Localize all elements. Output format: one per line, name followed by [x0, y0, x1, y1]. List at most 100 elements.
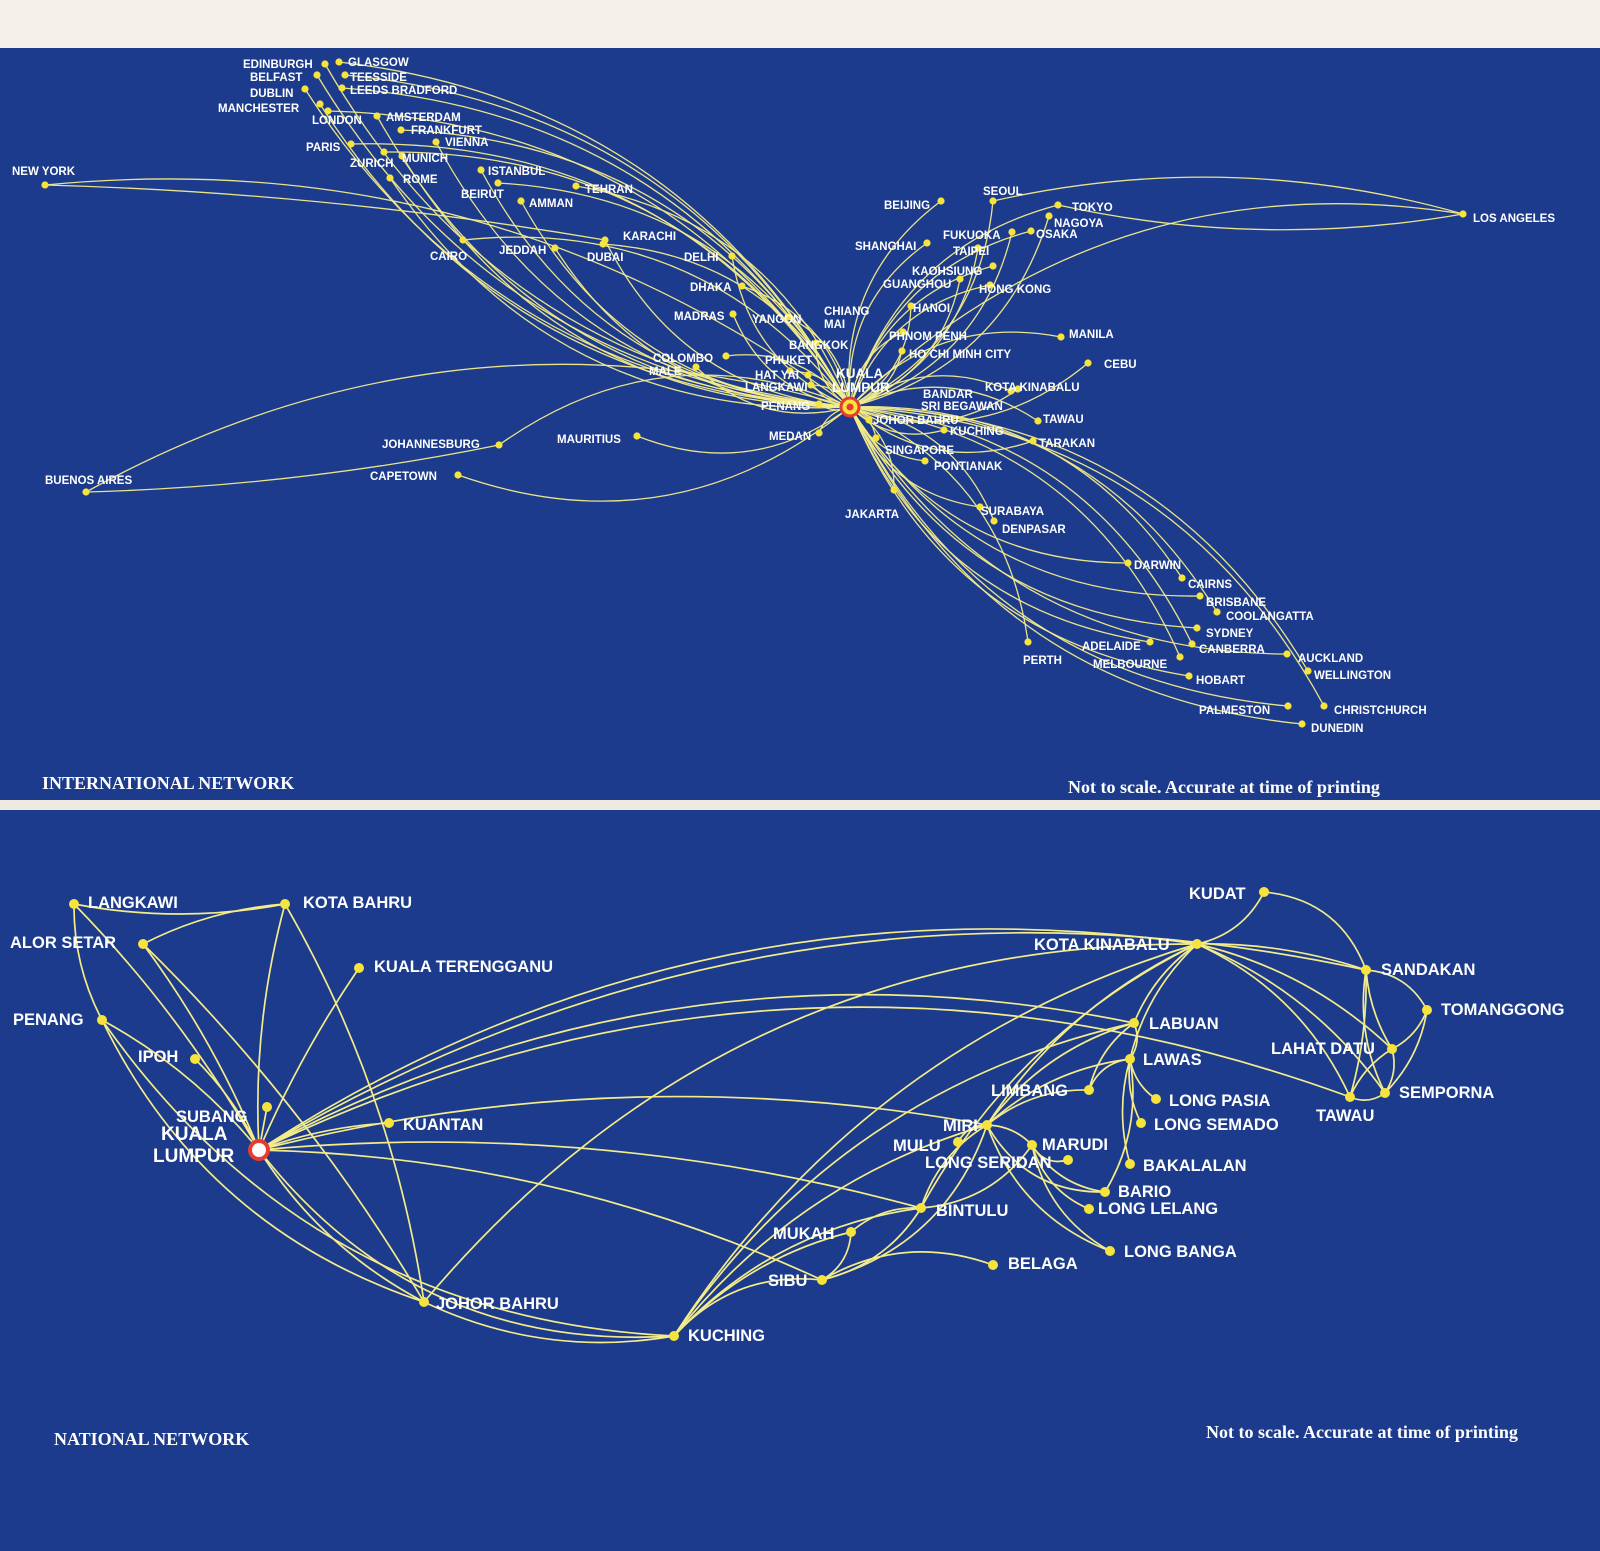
route-lawas-bario	[1104, 1058, 1134, 1193]
route-kul-perth	[849, 406, 1029, 643]
city-label-beirut: BEIRUT	[461, 189, 504, 201]
route-alor-setar-johor-bahru	[142, 943, 425, 1303]
city-dot-dhaka	[738, 282, 746, 290]
route-tomanggong-lahat-datu	[1391, 1009, 1428, 1050]
city-label-kuching: KUCHING	[950, 426, 1004, 438]
city-label-mauritius: MAURITIUS	[557, 434, 621, 446]
route-kul-sydney	[849, 406, 1198, 629]
city-label-alor-setar: ALOR SETAR	[10, 934, 116, 952]
city-dot-munich	[398, 152, 406, 160]
route-kul-amman	[520, 200, 851, 408]
route-kuala-lumpur-penang	[101, 1019, 260, 1151]
city-dot-cebu	[1084, 359, 1092, 367]
city-label-bintulu: BINTULU	[936, 1202, 1008, 1220]
city-dot-bario	[1100, 1187, 1110, 1197]
city-dot-long-seridan	[1063, 1155, 1073, 1165]
city-dot-mukah	[846, 1227, 856, 1237]
route-lawas-long-semado	[1128, 1058, 1142, 1124]
city-dot-pontianak	[921, 457, 929, 465]
city-dot-male	[692, 363, 700, 371]
city-label-darwin: DARWIN	[1134, 560, 1181, 572]
city-dot-palmeston	[1284, 702, 1292, 710]
city-label-medan: MEDAN	[769, 431, 811, 443]
city-label-long-seridan: LONG SERIDAN	[925, 1154, 1052, 1172]
city-dot-belaga	[988, 1260, 998, 1270]
city-dot-phnom-penh	[899, 328, 907, 336]
city-label-shanghai: SHANGHAI	[855, 241, 916, 253]
route-labuan-kota-kinabalu	[1133, 943, 1198, 1024]
city-dot-beijing	[937, 197, 945, 205]
city-label-long-pasia: LONG PASIA	[1169, 1092, 1271, 1110]
city-dot-penang	[815, 400, 823, 408]
route-new-york-karachi	[44, 184, 606, 241]
city-dot-semporna	[1380, 1088, 1390, 1098]
city-label-langkawi: LANGKAWI	[88, 894, 178, 912]
city-dot-medan	[815, 429, 823, 437]
route-kul-denpasar	[849, 406, 995, 522]
city-dot-tehran	[572, 182, 580, 190]
route-kul-adelaide	[849, 406, 1151, 643]
city-label-madras: MADRAS	[674, 311, 725, 323]
route-alor-setar-kota-bahru	[142, 903, 286, 945]
city-dot-johor-bahru	[419, 1297, 429, 1307]
top-paper-edge	[0, 0, 1600, 48]
city-dot-beirut	[494, 179, 502, 187]
route-kuala-lumpur-labuan	[258, 993, 1135, 1151]
city-dot-hobart	[1185, 672, 1193, 680]
city-dot-delhi	[728, 252, 736, 260]
city-dot-rome	[386, 174, 394, 182]
city-label-male: MALE	[649, 366, 682, 378]
hub-label-kuala: KUALA	[161, 1124, 228, 1145]
city-label-johor-bahru: JOHOR BAHRU	[873, 415, 959, 427]
route-kuala-lumpur-kota-bahru	[256, 903, 286, 1151]
city-label-semporna: SEMPORNA	[1399, 1084, 1494, 1102]
route-kul-cebu	[849, 362, 1089, 423]
route-kul-manila	[849, 331, 1062, 408]
city-dot-glasgow	[335, 58, 343, 66]
city-label-munich: MUNICH	[402, 153, 448, 165]
national-network-title: NATIONAL NETWORK	[54, 1429, 250, 1449]
city-label-kota-kinabalu: KOTA KINABALU	[1034, 936, 1170, 954]
city-dot-capetown	[454, 471, 462, 479]
city-label-bario: BARIO	[1118, 1183, 1171, 1201]
route-miri-limbang	[986, 1089, 1090, 1126]
route-kuching-miri	[673, 1124, 988, 1337]
city-label-amsterdam: AMSTERDAM	[386, 112, 461, 124]
route-kuala-lumpur-tawau	[258, 1006, 1351, 1151]
route-penang-kuching	[101, 1019, 675, 1337]
city-label-guanghou: GUANGHOU	[883, 279, 951, 291]
route-kul-wellington	[849, 406, 1309, 672]
city-dot-melbourne	[1176, 653, 1184, 661]
hub-label-kuala: KUALA	[836, 366, 883, 381]
route-kul-hong-kong	[849, 284, 991, 408]
city-dot-brisbane	[1196, 592, 1204, 600]
city-label-frankfurt: FRANKFURT	[411, 125, 482, 137]
city-dot-long-lelang	[1084, 1204, 1094, 1214]
city-label-dhaka: DHAKA	[690, 282, 732, 294]
route-lawas-kota-kinabalu	[1129, 943, 1198, 1060]
city-label-tehran: TEHRAN	[585, 184, 633, 196]
city-dot-ho-chi-minh-city	[898, 347, 906, 355]
route-johor-bahru-kuching	[423, 1301, 675, 1344]
city-dot-bangkok	[812, 339, 820, 347]
city-dot-kota-kinabalu	[1192, 939, 1202, 949]
city-label-christchurch: CHRISTCHURCH	[1334, 705, 1427, 717]
city-label-teesside: TEESSIDE	[350, 72, 407, 84]
route-kul-phnom-penh	[849, 331, 904, 408]
city-label-kota-kinabalu: KOTA KINABALU	[985, 382, 1080, 394]
city-label-phuket: PHUKET	[765, 355, 812, 367]
route-tawau-semporna	[1349, 1092, 1386, 1102]
national-scale-note: Not to scale. Accurate at time of printi…	[1206, 1422, 1518, 1442]
city-dot-nagoya	[1045, 212, 1053, 220]
city-dot-kaohsiung	[989, 262, 997, 270]
city-label-subang: SUBANG	[176, 1108, 248, 1126]
route-kul-dublin	[304, 88, 851, 408]
city-label-sydney: SYDNEY	[1206, 628, 1254, 640]
route-sandakan-tomanggong	[1365, 969, 1428, 1011]
city-label-paris: PARIS	[306, 142, 341, 154]
route-penang-johor-bahru	[101, 1019, 425, 1303]
city-dot-yangon	[784, 313, 792, 321]
city-dot-penang	[97, 1015, 107, 1025]
city-label-sri-begawan: SRI BEGAWAN	[921, 401, 1003, 413]
route-kul-johannesburg	[498, 374, 851, 446]
